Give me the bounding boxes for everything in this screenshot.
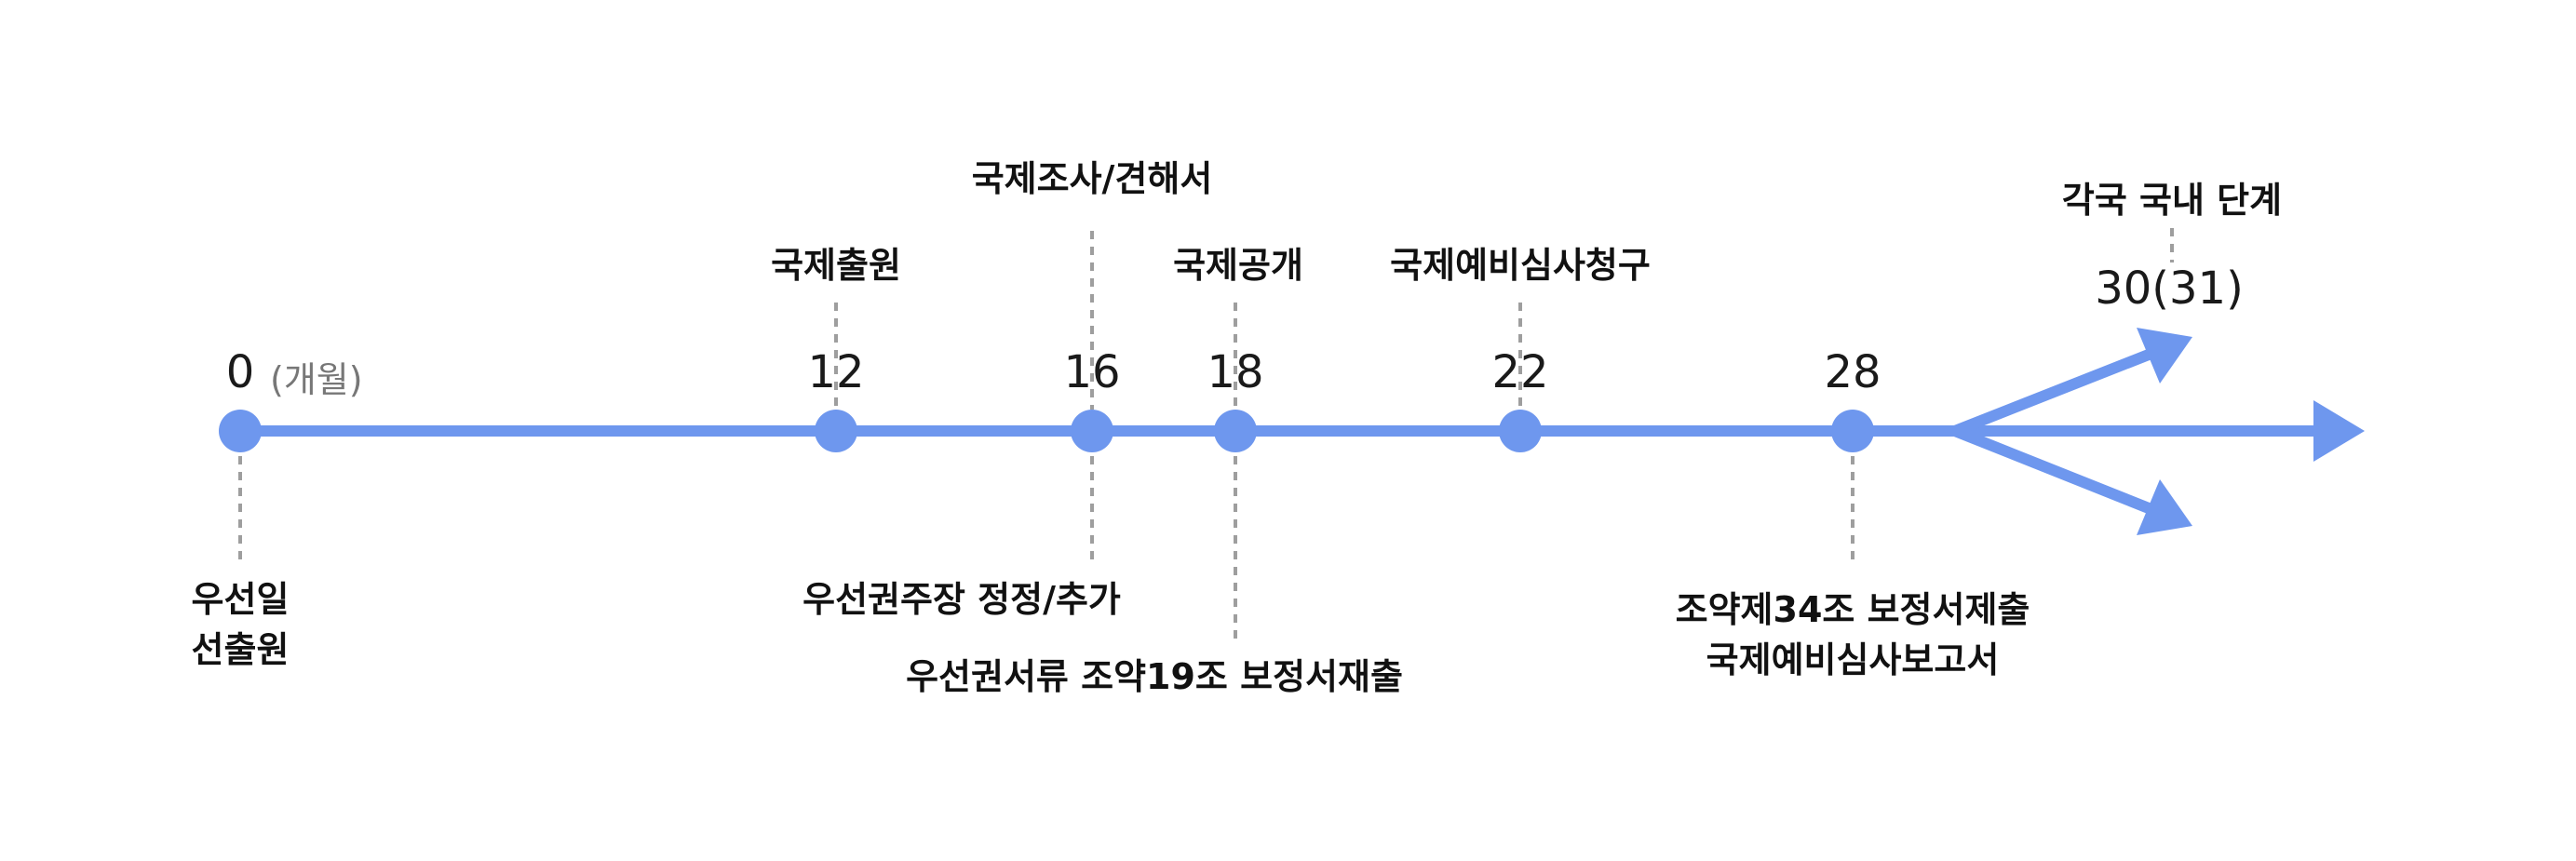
label-priority-date: 우선일 선출원 [192, 574, 290, 675]
node-0 [219, 410, 262, 452]
month-label-0: 0 [226, 346, 255, 398]
node-12 [815, 410, 857, 452]
month-label-12: 12 [807, 346, 864, 398]
label-international-search: 국제조사/견해서 [972, 154, 1213, 204]
branch-up-line [1955, 351, 2158, 431]
label-national-phase: 각국 국내 단계 [2062, 175, 2282, 225]
month-label-30: 30(31) [2095, 262, 2244, 315]
month-label-18: 18 [1207, 346, 1263, 398]
month-label-16: 16 [1063, 346, 1120, 398]
label-article34-line-2: 국제예비심사보고서 [1676, 635, 2030, 685]
label-international-publication: 국제공개 [1173, 240, 1303, 290]
month-label-22: 22 [1491, 346, 1548, 398]
label-article34-line-1: 조약제34조 보정서제출 [1676, 585, 2030, 635]
label-article34: 조약제34조 보정서제출 국제예비심사보고서 [1676, 585, 2030, 685]
node-22 [1499, 410, 1542, 452]
unit-label: (개월) [270, 351, 363, 402]
label-priority-claim-correction: 우선권주장 정정/추가 [802, 574, 1121, 625]
node-28 [1831, 410, 1874, 452]
month-label-28: 28 [1824, 346, 1881, 398]
label-priority-date-line-2: 선출원 [192, 625, 290, 675]
label-priority-date-line-1: 우선일 [192, 574, 290, 625]
node-18 [1214, 410, 1257, 452]
label-ipe-demand: 국제예비심사청구 [1390, 240, 1651, 290]
timeline-arrowhead [2313, 400, 2365, 462]
node-16 [1071, 410, 1113, 452]
branch-down-line [1955, 431, 2158, 512]
label-priority-documents: 우선권서류 조약19조 보정서재출 [906, 652, 1403, 702]
label-international-filing: 국제출원 [771, 240, 901, 290]
